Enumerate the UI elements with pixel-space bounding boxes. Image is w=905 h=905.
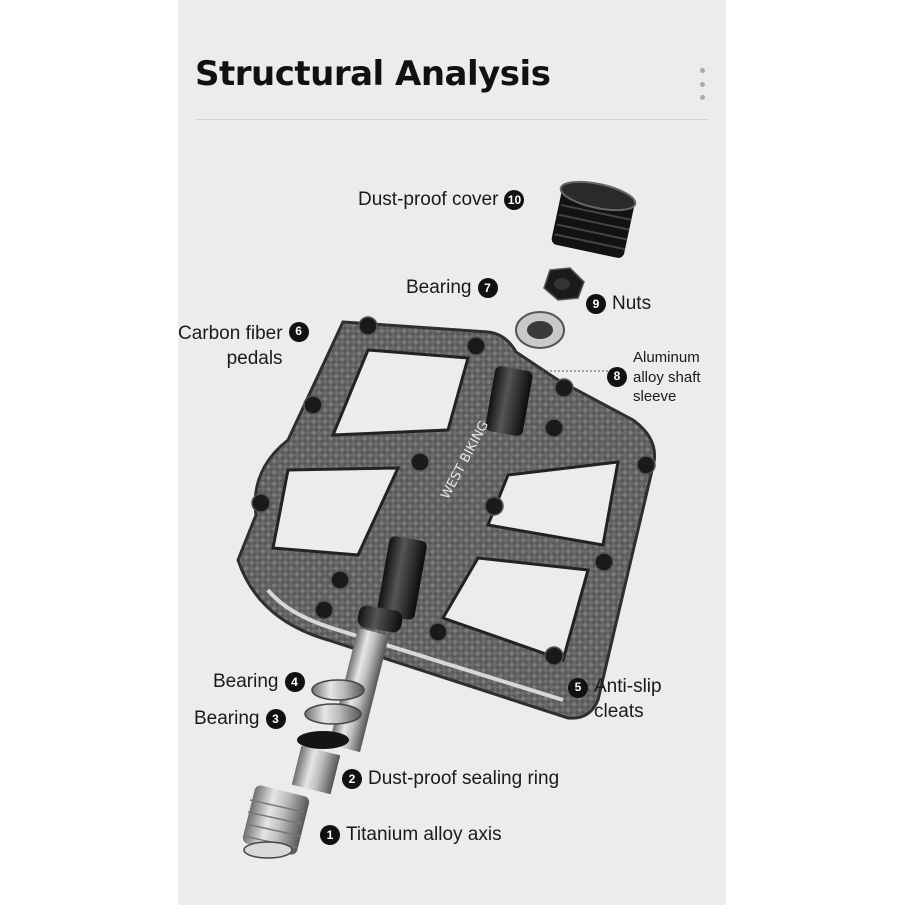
- badge-8: 8: [607, 367, 627, 388]
- label-dust-proof-sealing-ring: 2 Dust-proof sealing ring: [342, 767, 559, 792]
- label-bearing-4: Bearing 4: [213, 670, 305, 695]
- badge-9: 9: [586, 294, 606, 315]
- badge-6: 6: [288, 322, 309, 342]
- product-card: Structural Analysis: [178, 0, 726, 905]
- badge-4: 4: [284, 672, 305, 693]
- label-carbon-fiber-pedals: Carbon fiber pedals 6: [178, 322, 309, 371]
- label-bearing-7: Bearing 7: [406, 276, 498, 301]
- badge-3: 3: [265, 709, 286, 730]
- badge-2: 2: [342, 769, 362, 790]
- label-titanium-alloy-axis: 1 Titanium alloy axis: [320, 823, 502, 848]
- axle-assembly: [242, 605, 403, 859]
- nut-part: [543, 267, 585, 301]
- vertical-ellipsis-icon[interactable]: [698, 68, 706, 100]
- label-nuts: 9 Nuts: [586, 292, 651, 317]
- carbon-pedal-body: WEST BIKING: [236, 320, 657, 720]
- badge-5: 5: [568, 678, 588, 698]
- badge-10: 10: [504, 190, 525, 211]
- bearing-7-part: [515, 311, 565, 349]
- pedal-exploded-diagram: WEST BIKING: [236, 180, 657, 859]
- label-aluminum-alloy-shaft-sleeve: 8 Aluminum alloy shaft sleeve: [607, 348, 701, 407]
- divider: [196, 119, 708, 120]
- page-title: Structural Analysis: [195, 54, 551, 94]
- anti-slip-cleat-pins: [251, 316, 656, 666]
- label-bearing-3: Bearing 3: [194, 707, 286, 732]
- badge-7: 7: [477, 278, 498, 299]
- badge-1: 1: [320, 825, 340, 846]
- label-anti-slip-cleats: 5 Anti-slip cleats: [568, 675, 662, 724]
- label-dust-proof-cover: Dust-proof cover 10: [358, 188, 525, 213]
- dust-proof-cover-part: [551, 180, 637, 258]
